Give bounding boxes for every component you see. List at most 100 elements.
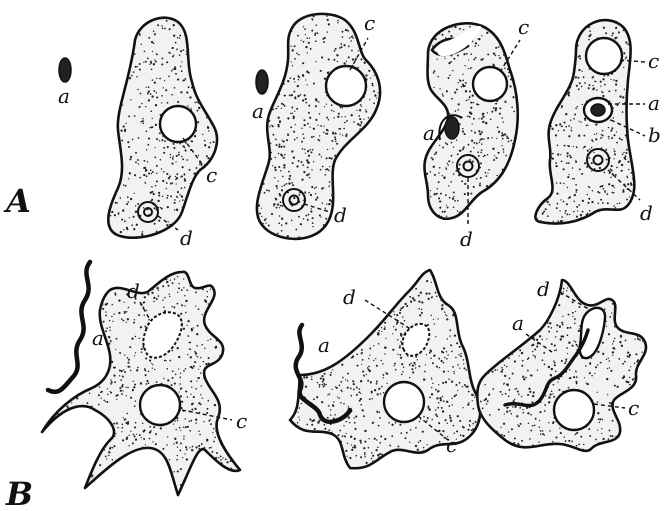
stipple-dot bbox=[268, 225, 270, 227]
stipple-dot bbox=[417, 359, 418, 360]
stipple-dot bbox=[119, 387, 121, 389]
stipple-dot bbox=[444, 419, 446, 421]
stipple-dot bbox=[574, 201, 576, 203]
stipple-dot bbox=[458, 354, 459, 355]
stipple-dot bbox=[312, 222, 314, 224]
stipple-dot bbox=[470, 420, 472, 422]
stipple-dot bbox=[343, 62, 345, 64]
stipple-dot bbox=[616, 131, 617, 132]
stipple-dot bbox=[605, 149, 607, 151]
stipple-dot bbox=[377, 454, 379, 456]
stipple-dot bbox=[326, 117, 328, 119]
stipple-dot bbox=[615, 80, 617, 82]
stipple-dot bbox=[600, 186, 602, 188]
stipple-dot bbox=[313, 15, 315, 17]
stipple-dot bbox=[563, 183, 564, 184]
stipple-dot bbox=[311, 151, 313, 153]
stipple-dot bbox=[540, 220, 542, 222]
stipple-dot bbox=[516, 388, 517, 389]
stipple-dot bbox=[361, 349, 363, 351]
stipple-dot bbox=[284, 105, 286, 107]
stipple-dot bbox=[602, 342, 604, 344]
stipple-dot bbox=[303, 119, 305, 121]
stipple-dot bbox=[147, 92, 149, 94]
stipple-dot bbox=[453, 371, 455, 373]
stipple-dot bbox=[483, 138, 484, 139]
label-d: d bbox=[127, 279, 140, 303]
stipple-dot bbox=[581, 173, 583, 175]
stipple-dot bbox=[172, 156, 173, 157]
stipple-dot bbox=[500, 391, 502, 393]
stipple-dot bbox=[134, 355, 135, 356]
stipple-dot bbox=[563, 288, 565, 290]
stipple-dot bbox=[143, 160, 145, 162]
stipple-dot bbox=[120, 198, 121, 199]
stipple-dot bbox=[315, 199, 317, 201]
stipple-dot bbox=[586, 125, 588, 127]
stipple-dot bbox=[629, 384, 631, 386]
stipple-dot bbox=[565, 126, 567, 128]
stipple-dot bbox=[613, 117, 615, 119]
stipple-dot bbox=[504, 68, 506, 70]
stipple-dot bbox=[498, 409, 500, 411]
stipple-dot bbox=[333, 405, 335, 407]
stipple-dot bbox=[556, 207, 558, 209]
stipple-dot bbox=[125, 123, 126, 124]
stipple-dot bbox=[207, 340, 208, 341]
stipple-dot bbox=[413, 362, 415, 364]
stipple-dot bbox=[292, 113, 293, 114]
stipple-dot bbox=[426, 173, 428, 175]
stipple-dot bbox=[109, 330, 110, 331]
stipple-dot bbox=[105, 401, 106, 402]
stipple-dot bbox=[342, 377, 344, 379]
stipple-dot bbox=[320, 70, 322, 72]
stipple-dot bbox=[218, 414, 219, 415]
stipple-dot bbox=[566, 347, 568, 349]
stipple-dot bbox=[311, 186, 313, 188]
stipple-dot bbox=[198, 445, 200, 447]
stipple-dot bbox=[328, 429, 330, 431]
stipple-dot bbox=[196, 101, 198, 103]
stipple-dot bbox=[184, 295, 185, 296]
stipple-dot bbox=[135, 336, 136, 337]
stipple-dot bbox=[429, 397, 431, 399]
stipple-dot bbox=[418, 295, 420, 297]
stipple-dot bbox=[360, 121, 362, 123]
stipple-dot bbox=[585, 365, 587, 367]
stipple-dot bbox=[371, 398, 372, 399]
stipple-dot bbox=[291, 151, 293, 153]
stipple-dot bbox=[591, 375, 593, 377]
stipple-dot bbox=[552, 441, 553, 442]
stipple-dot bbox=[150, 430, 152, 432]
stipple-dot bbox=[380, 435, 382, 437]
stipple-dot bbox=[121, 393, 123, 395]
stipple-dot bbox=[155, 104, 157, 106]
stipple-dot bbox=[161, 95, 163, 97]
stipple-dot bbox=[430, 190, 431, 191]
stipple-dot bbox=[347, 387, 349, 389]
stipple-dot bbox=[447, 354, 448, 355]
stipple-dot bbox=[561, 106, 563, 108]
stipple-dot bbox=[534, 349, 536, 351]
stipple-dot bbox=[166, 368, 168, 370]
stipple-dot bbox=[312, 217, 314, 219]
stipple-dot bbox=[573, 211, 575, 213]
stipple-dot bbox=[594, 134, 595, 135]
stipple-dot bbox=[151, 186, 153, 188]
stipple-dot bbox=[309, 37, 310, 38]
stipple-dot bbox=[344, 122, 345, 123]
stipple-dot bbox=[183, 49, 185, 51]
stipple-dot bbox=[565, 440, 567, 442]
stipple-dot bbox=[465, 369, 467, 371]
stipple-dot bbox=[396, 314, 398, 316]
stipple-dot bbox=[149, 127, 151, 129]
stipple-dot bbox=[139, 236, 140, 237]
stipple-dot bbox=[174, 202, 176, 204]
stipple-dot bbox=[360, 104, 362, 106]
stipple-dot bbox=[208, 303, 209, 304]
stipple-dot bbox=[308, 173, 310, 175]
stipple-dot bbox=[561, 360, 563, 362]
stipple-dot bbox=[185, 142, 187, 144]
stipple-dot bbox=[427, 405, 429, 407]
stipple-dot bbox=[441, 34, 443, 36]
